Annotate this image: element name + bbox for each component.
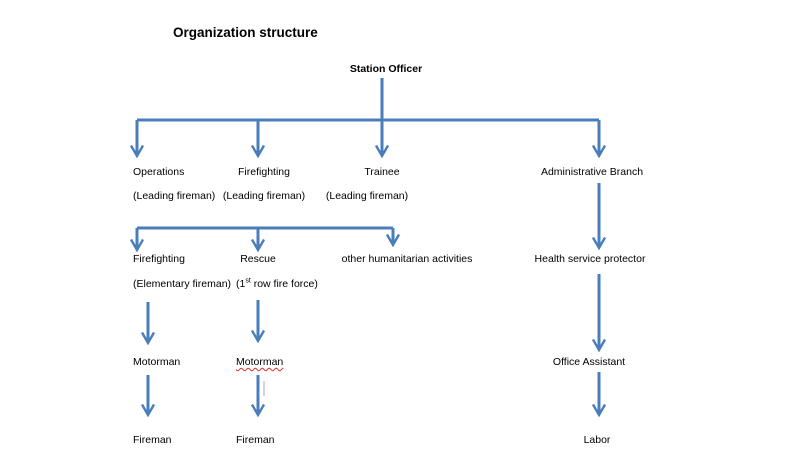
motorman-b-spellcheck-text: Motorman: [236, 356, 284, 368]
node-office-assistant: Office Assistant: [552, 356, 626, 368]
node-trainee-rank: (Leading fireman): [325, 190, 409, 202]
node-firefighting-elementary-rank: (Elementary fireman): [133, 278, 232, 290]
node-trainee: Trainee: [364, 166, 400, 178]
node-fireman-b: Fireman: [236, 434, 275, 446]
node-health-service-protector: Health service protector: [534, 253, 646, 265]
node-firefighting-rank: (Leading fireman): [222, 190, 306, 202]
node-motorman-b: Motorman: [236, 356, 283, 369]
node-firefighting: Firefighting: [238, 166, 290, 178]
node-labor: Labor: [583, 434, 611, 446]
node-motorman-a: Motorman: [133, 356, 181, 368]
node-humanitarian: other humanitarian activities: [341, 253, 473, 265]
node-fireman-a: Fireman: [133, 434, 172, 446]
node-administrative-branch: Administrative Branch: [540, 166, 644, 178]
node-operations-rank: (Leading fireman): [133, 190, 216, 202]
node-firefighting-elementary: Firefighting: [133, 253, 185, 265]
diagram-title: Organization structure: [173, 25, 318, 40]
node-rescue: Rescue: [240, 253, 276, 265]
node-station-officer: Station Officer: [349, 63, 423, 75]
node-rescue-rank: (1st row fire force): [236, 277, 318, 291]
node-operations: Operations: [133, 166, 185, 178]
